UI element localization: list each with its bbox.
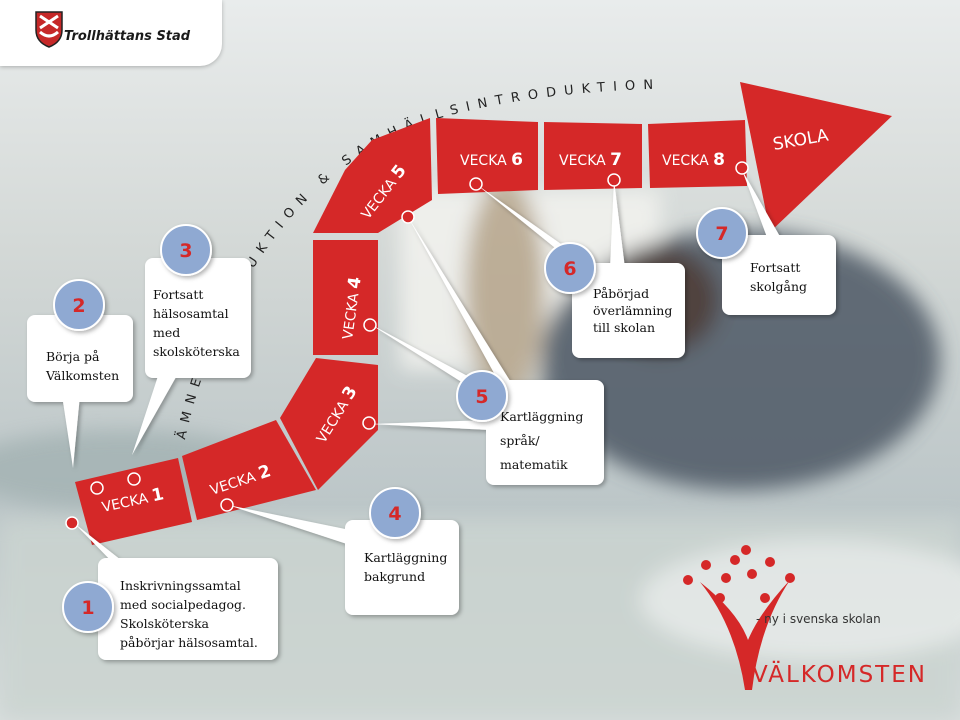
- week-label-7: VECKA 7: [559, 150, 622, 170]
- badge-circle: [696, 207, 748, 259]
- callout-text-7: Fortsatt skolgång: [750, 260, 807, 294]
- brand-name: VÄLKOMSTEN: [752, 662, 927, 688]
- badge-circle: [62, 581, 114, 633]
- week-segment-1: [75, 458, 192, 545]
- step-badge-7: 7: [696, 207, 748, 259]
- week-segment-4: [313, 240, 378, 355]
- callout-line: Välkomsten: [45, 368, 119, 383]
- callout-text-2: Börja på Välkomsten: [45, 349, 119, 383]
- callout-line: Inskrivningssamtal: [120, 578, 241, 593]
- marker-step-6a: [469, 177, 483, 191]
- week-labels: VECKA 1 VECKA 2 VECKA 3 VECKA 4 VECKA 5 …: [101, 125, 831, 515]
- step-badge-6: 6: [544, 242, 596, 294]
- callout-line: med socialpedagog.: [120, 597, 246, 612]
- week-segment-3: [280, 358, 378, 490]
- marker-step-3: [127, 472, 141, 486]
- callout-line: bakgrund: [364, 569, 425, 584]
- step-badge-5: 5: [456, 370, 508, 422]
- callout-line: matematik: [500, 457, 568, 472]
- marker-step-5a: [363, 318, 377, 332]
- marker-step-2: [90, 481, 104, 495]
- week-track: [75, 82, 892, 545]
- badge-number: 3: [179, 240, 192, 262]
- badge-circle: [544, 242, 596, 294]
- callout-6: [476, 180, 685, 358]
- step-badge-2: 2: [53, 279, 105, 331]
- header-logo-tab: Trollhättans Stad: [0, 0, 222, 66]
- callout-line: Kartläggning: [500, 409, 583, 424]
- badge-circle: [369, 487, 421, 539]
- marker-step-5c: [401, 210, 415, 224]
- callout-line: Påbörjad: [593, 286, 649, 301]
- marker-step-6b: [607, 173, 621, 187]
- callout-text-1: Inskrivningssamtal med socialpedagog. Skol…: [120, 578, 258, 650]
- week-segment-8: [648, 120, 747, 188]
- callout-text-5: Kartläggning språk/matematik: [500, 409, 583, 472]
- badge-circle: [53, 279, 105, 331]
- marker-step-1: [65, 516, 79, 530]
- callout-5: [370, 217, 604, 485]
- week-label-6: VECKA 6: [460, 150, 523, 170]
- badge-number: 1: [81, 597, 94, 619]
- callout-line: Börja på: [46, 349, 100, 364]
- callout-text-6: Påbörjad överlämning till skolan: [593, 286, 672, 335]
- callout-line: språk/: [500, 433, 540, 448]
- callout-line: skolgång: [750, 279, 807, 294]
- week-segment-2: [182, 420, 316, 520]
- callout-line: överlämning: [593, 303, 672, 318]
- callout-line: till skolan: [593, 320, 655, 335]
- marker-step-7: [735, 161, 749, 175]
- badge-number: 4: [388, 503, 401, 525]
- track-markers: [65, 161, 749, 530]
- callout-line: skolsköterska: [153, 344, 240, 359]
- callout-2: [27, 315, 133, 468]
- week-segment-5: [313, 118, 432, 233]
- callout-1: [74, 523, 278, 660]
- week-segment-6: [436, 118, 538, 194]
- callout-3: [132, 258, 251, 455]
- callout-line: Kartläggning: [364, 550, 447, 565]
- week-segment-7: [544, 122, 642, 190]
- callout-4: [228, 505, 459, 615]
- marker-step-5b: [362, 416, 376, 430]
- badge-number: 6: [563, 258, 576, 280]
- callout-line: påbörjar hälsosamtal.: [120, 635, 258, 650]
- week-label-8: VECKA 8: [662, 150, 725, 170]
- callout-text-3: Fortsatt hälsosamtal med skolsköterska: [153, 287, 240, 359]
- org-name: Trollhättans Stad: [64, 29, 191, 44]
- callout-7: [722, 170, 836, 315]
- marker-step-4: [220, 498, 234, 512]
- callout-line: med: [153, 325, 180, 340]
- callout-texts: Inskrivningssamtal med socialpedagog. Skol…: [45, 260, 807, 650]
- badge-number: 5: [475, 386, 488, 408]
- step-badge-4: 4: [369, 487, 421, 539]
- callouts: [27, 170, 836, 660]
- callout-line: Skolsköterska: [120, 616, 210, 631]
- badge-number: 7: [715, 223, 728, 245]
- callout-line: Fortsatt: [153, 287, 203, 302]
- brand-tagline: - ny i svenska skolan: [756, 612, 881, 626]
- step-badges: 1 2 3 4 5 6 7: [53, 207, 748, 633]
- trollhattan-crest-icon: [35, 11, 63, 48]
- week-label-4: VECKA 4: [337, 275, 366, 340]
- callout-text-4: Kartläggning bakgrund: [364, 550, 447, 584]
- badge-circle: [160, 224, 212, 276]
- callout-line: hälsosamtal: [153, 306, 229, 321]
- skola-arrow: [740, 82, 892, 232]
- valkomsten-logo-icon: [683, 545, 795, 690]
- badge-number: 2: [72, 295, 85, 317]
- callout-line: Fortsatt: [750, 260, 800, 275]
- step-badge-3: 3: [160, 224, 212, 276]
- badge-circle: [456, 370, 508, 422]
- step-badge-1: 1: [62, 581, 114, 633]
